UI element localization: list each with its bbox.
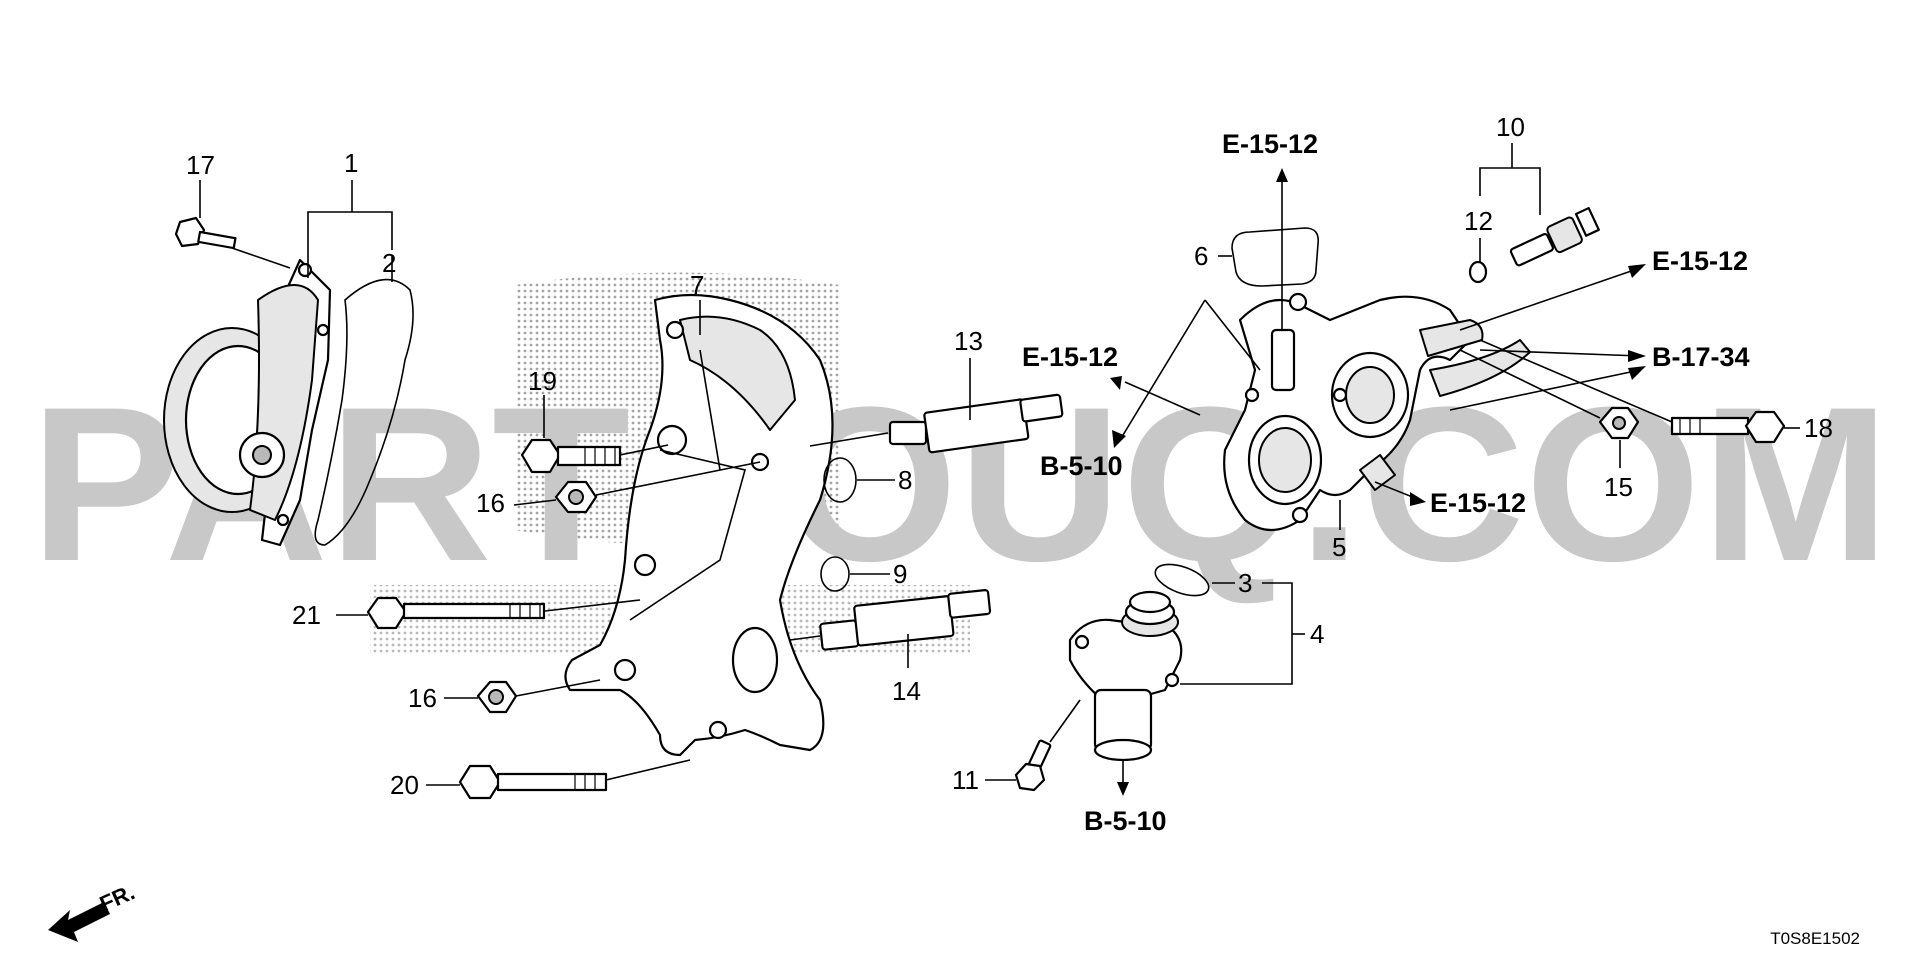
- bolt-21: [366, 596, 546, 630]
- temperature-sensor-10: [1509, 206, 1600, 267]
- bolt-11: [1014, 739, 1052, 792]
- reference-labels: E-15-12 E-15-12 B-5-10 E-15-12 B-17-34 E…: [1022, 129, 1750, 836]
- callout-1: 1: [344, 148, 358, 178]
- thermostat-4: [1068, 590, 1183, 762]
- o-ring-8: [823, 457, 857, 503]
- ref-e-15-12-left: E-15-12: [1022, 342, 1118, 372]
- callout-20: 20: [390, 770, 419, 800]
- callout-4: 4: [1310, 619, 1324, 649]
- o-ring-3: [1154, 563, 1210, 597]
- callout-12: 12: [1464, 206, 1493, 236]
- callout-numbers: 1 2 17 7 19 16 21 16 20 13 8 9 14 6 10 1…: [186, 112, 1833, 800]
- callout-19: 19: [528, 366, 557, 396]
- callout-10: 10: [1496, 112, 1525, 142]
- bolt-20: [458, 764, 608, 800]
- callout-14: 14: [892, 676, 921, 706]
- callout-8: 8: [898, 465, 912, 495]
- front-indicator: FR.: [48, 879, 138, 942]
- callout-17: 17: [186, 150, 215, 180]
- callout-6: 6: [1194, 241, 1208, 271]
- callout-18: 18: [1804, 413, 1833, 443]
- callout-21: 21: [292, 600, 321, 630]
- washer-12: [1468, 260, 1488, 284]
- front-arrow-icon: [48, 902, 110, 942]
- bolt-17: [174, 216, 237, 250]
- water-pump-housing-bracket: [564, 293, 834, 757]
- callout-15: 15: [1604, 472, 1633, 502]
- diagram-code: T0S8E1502: [1770, 929, 1860, 948]
- ref-b-17-34: B-17-34: [1652, 342, 1750, 372]
- callout-5: 5: [1332, 532, 1346, 562]
- gasket-6: [1231, 227, 1320, 287]
- watermark-text: PARTSOUQ.COM: [30, 361, 1890, 607]
- callout-11: 11: [952, 765, 979, 795]
- nut-16-upper: [554, 480, 598, 514]
- ref-b-5-10-upper: B-5-10: [1040, 451, 1123, 481]
- callout-9: 9: [893, 559, 907, 589]
- water-pump-assembly: [163, 258, 332, 547]
- ref-b-5-10-lower: B-5-10: [1084, 806, 1167, 836]
- callout-7: 7: [690, 270, 704, 300]
- nut-15: [1598, 406, 1640, 440]
- water-pump-gasket: [314, 278, 414, 546]
- ref-e-15-12-bottom-right: E-15-12: [1430, 488, 1526, 518]
- thermostat-housing: [1223, 292, 1531, 532]
- pipe-14: [819, 589, 992, 651]
- o-ring-9: [820, 556, 850, 592]
- bolt-18: [1670, 410, 1786, 444]
- callout-16-upper: 16: [476, 488, 505, 518]
- bolt-19: [520, 438, 622, 474]
- ref-e-15-12-right-top: E-15-12: [1652, 246, 1748, 276]
- callout-3: 3: [1238, 568, 1252, 598]
- callout-16-lower: 16: [408, 683, 437, 713]
- nut-16-lower: [476, 680, 518, 714]
- ref-e-15-12-top: E-15-12: [1222, 129, 1318, 159]
- pipe-13: [888, 393, 1064, 454]
- leader-lines: [199, 143, 1800, 796]
- callout-13: 13: [954, 326, 983, 356]
- callout-2: 2: [382, 248, 396, 278]
